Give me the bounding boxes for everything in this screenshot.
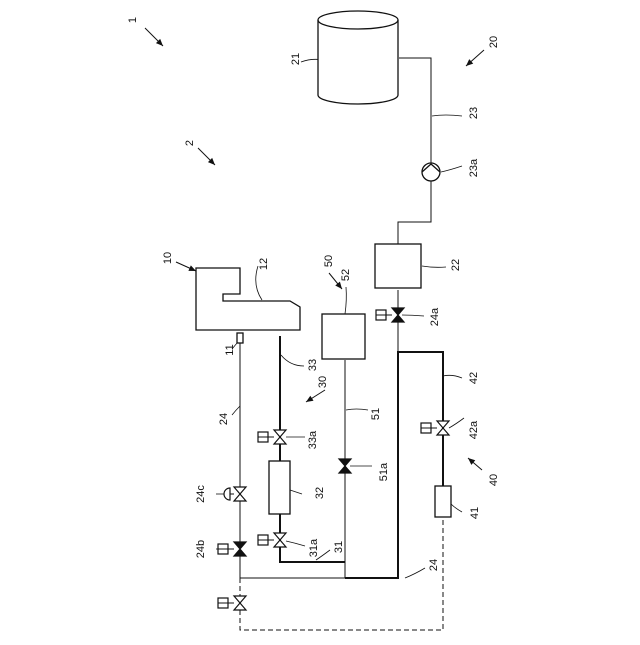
unit-22-box (375, 244, 421, 288)
valve-33a-bottom (274, 437, 286, 444)
unit-41-box (435, 486, 451, 517)
label-11: 11 (224, 344, 236, 355)
label-21: 21 (290, 53, 302, 65)
line-23 (399, 58, 431, 165)
label-24b: 24b (195, 540, 207, 558)
label-24-upper: 24 (218, 413, 230, 425)
leader-24-lower (405, 568, 425, 578)
label-32: 32 (314, 487, 326, 499)
valve-31a-bottom (274, 540, 286, 547)
leader-32 (290, 490, 302, 494)
valve-24c-actuator (224, 488, 230, 500)
pump-23a-circle (422, 163, 440, 181)
arrow-sub-50-head (335, 282, 342, 289)
label-42: 42 (468, 372, 480, 384)
label-33: 33 (307, 359, 319, 371)
leader-51 (346, 409, 368, 410)
label-33a: 33a (307, 430, 319, 449)
leader-33 (281, 355, 304, 366)
valve-24a-bottom (392, 315, 404, 322)
label-51: 51 (370, 408, 382, 420)
label-24c: 24c (195, 485, 207, 503)
valve-42a-bottom (437, 428, 449, 435)
unit-52-box (322, 314, 365, 359)
label-31a: 31a (308, 538, 320, 557)
label-2: 2 (184, 140, 196, 146)
leader-23a (441, 166, 462, 172)
valve-42a-top (437, 421, 449, 428)
label-10: 10 (162, 252, 174, 264)
bypass-dashed-line (240, 518, 443, 630)
valve-24c-top (234, 487, 246, 494)
valve-51a-top (339, 459, 351, 466)
label-1: 1 (127, 17, 139, 23)
label-20: 20 (488, 36, 500, 48)
valve-bypass-bottom (234, 603, 246, 610)
label-52: 52 (340, 269, 352, 281)
label-50: 50 (323, 255, 335, 267)
valve-24b-bottom (234, 549, 246, 556)
arrow-sub-30-head (306, 396, 314, 402)
leader-24-upper (232, 406, 240, 415)
label-23: 23 (468, 107, 480, 119)
label-31: 31 (333, 541, 345, 553)
label-24a: 24a (429, 307, 441, 326)
leader-23 (432, 115, 462, 116)
boiler-outline (196, 268, 300, 330)
label-51a: 51a (378, 462, 390, 481)
unit-32-box (269, 461, 290, 514)
valve-24c-bottom (234, 494, 246, 501)
label-24-lower: 24 (428, 559, 440, 571)
valve-24b-top (234, 542, 246, 549)
line-42-loop (345, 352, 443, 578)
label-42a: 42a (468, 420, 480, 439)
label-41: 41 (469, 507, 481, 519)
leader-42a (449, 418, 464, 428)
leader-24a (402, 315, 424, 316)
leader-42 (443, 375, 462, 378)
label-30: 30 (317, 376, 329, 388)
leader-41 (451, 504, 462, 512)
valve-33a-top (274, 430, 286, 437)
valve-31a-top (274, 533, 286, 540)
leader-31a (286, 541, 305, 546)
leader-22 (422, 266, 446, 267)
valve-24a-top (392, 308, 404, 315)
burner-stub (237, 333, 243, 343)
label-40: 40 (488, 474, 500, 486)
label-23a: 23a (468, 158, 480, 177)
valve-51a-bottom (339, 466, 351, 473)
label-12: 12 (258, 258, 270, 270)
label-22: 22 (450, 259, 462, 271)
valve-bypass-top (234, 596, 246, 603)
tank-21-body (318, 11, 398, 104)
leader-52 (345, 287, 346, 314)
